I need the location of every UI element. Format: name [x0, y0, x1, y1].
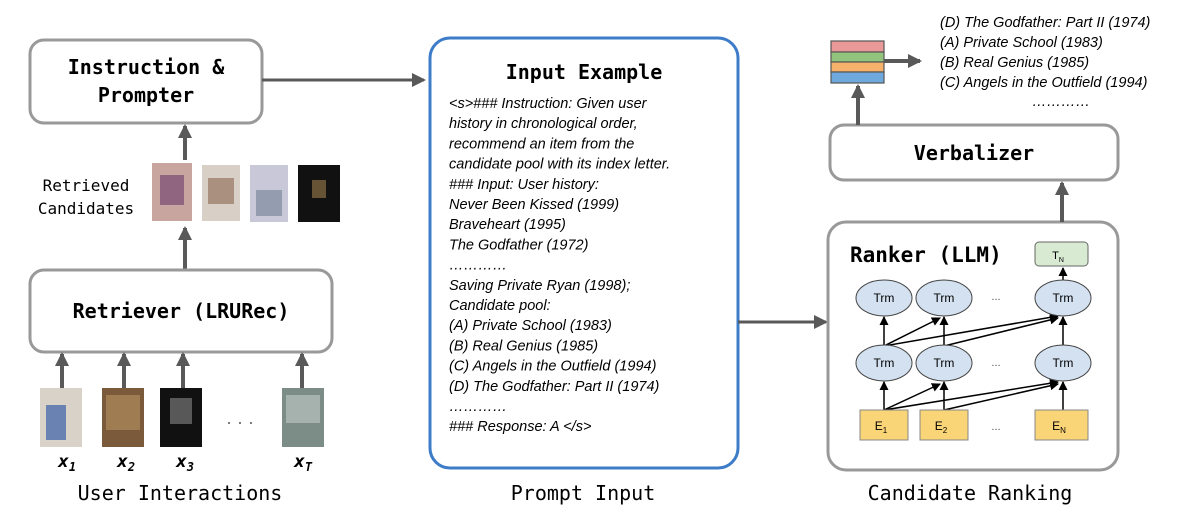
prompt-line: history in chronological order, — [449, 116, 638, 132]
trm-node: Trm — [1034, 344, 1092, 382]
ellipsis: ... — [991, 291, 1000, 303]
ranked-stack-icon — [830, 40, 885, 84]
retriever-box: Retriever (LRURec) — [28, 268, 334, 354]
trm-node: Trm — [855, 344, 913, 382]
ranking-item: (B) Real Genius (1985) — [940, 55, 1089, 71]
input-example-box: Input Example <s>### Instruction: Given … — [428, 36, 740, 470]
verbalizer-box: Verbalizer — [828, 123, 1120, 182]
svg-text:Trm: Trm — [934, 291, 955, 305]
svg-text:Trm: Trm — [934, 356, 955, 370]
prompter-line2: Prompter — [98, 83, 194, 107]
ranking-list: (D) The Godfather: Part II (1974) (A) Pr… — [940, 15, 1150, 110]
user-interactions: · · · x1 x2 x3 xT — [40, 352, 324, 474]
prompt-line: Braveheart (1995) — [449, 217, 566, 233]
svg-text:TN: TN — [1052, 250, 1064, 264]
prompt-line: ………… — [449, 399, 507, 415]
embedding-en: EN — [1034, 409, 1089, 441]
ranking-item: (A) Private School (1983) — [940, 35, 1103, 51]
ranking-ellipsis: ………… — [1032, 94, 1090, 110]
prompt-line: (C) Angels in the Outfield (1994) — [449, 359, 656, 375]
caption-prompt-input: Prompt Input — [511, 481, 656, 505]
caption-user-interactions: User Interactions — [78, 481, 283, 505]
prompter-line1: Instruction & — [68, 55, 225, 79]
label-x2: x2 — [116, 451, 135, 474]
svg-text:Trm: Trm — [874, 291, 895, 305]
retrieved-label-1: Retrieved — [43, 176, 130, 195]
trm-node: Trm — [855, 279, 913, 317]
svg-text:Trm: Trm — [1053, 356, 1074, 370]
prompt-line: Candidate pool: — [449, 298, 551, 314]
retrieved-posters — [152, 163, 340, 222]
prompt-line: (D) The Godfather: Part II (1974) — [449, 379, 659, 395]
prompt-line: ………… — [449, 258, 507, 274]
trm-node: Trm — [915, 279, 973, 317]
prompt-line: The Godfather (1972) — [449, 237, 588, 253]
prompt-line: recommend an item from the — [449, 136, 634, 152]
svg-text:Trm: Trm — [874, 356, 895, 370]
prompt-line: <s>### Instruction: Given user — [449, 96, 648, 112]
verbalizer-label: Verbalizer — [914, 141, 1034, 165]
ellipsis: · · · — [226, 412, 254, 432]
label-x3: x3 — [175, 451, 194, 474]
caption-candidate-ranking: Candidate Ranking — [868, 481, 1073, 505]
svg-text:E2: E2 — [935, 419, 948, 435]
svg-text:E1: E1 — [875, 419, 888, 435]
ellipsis: ... — [991, 357, 1000, 369]
ranker-title: Ranker (LLM) — [850, 243, 1002, 267]
ellipsis: ... — [991, 421, 1000, 433]
svg-text:EN: EN — [1052, 419, 1066, 435]
embedding-e1: E1 — [859, 409, 909, 441]
label-x1: x1 — [57, 451, 76, 474]
label-xT: xT — [293, 451, 313, 474]
output-token: TN — [1034, 241, 1089, 267]
prompt-line: (B) Real Genius (1985) — [449, 338, 598, 354]
input-example-title: Input Example — [506, 60, 663, 84]
prompt-line: ### Response: A </s> — [449, 419, 591, 435]
trm-node: Trm — [915, 344, 973, 382]
prompt-line: Never Been Kissed (1999) — [449, 197, 619, 213]
prompt-line: candidate pool with its index letter. — [449, 157, 670, 173]
retrieved-label-2: Candidates — [38, 199, 134, 218]
prompt-line: ### Input: User history: — [449, 177, 599, 193]
embedding-e2: E2 — [919, 409, 969, 441]
ranking-item: (D) The Godfather: Part II (1974) — [940, 15, 1150, 31]
prompter-box: Instruction & Prompter — [28, 38, 264, 125]
ranking-item: (C) Angels in the Outfield (1994) — [940, 75, 1147, 91]
svg-text:Trm: Trm — [1053, 291, 1074, 305]
trm-node: Trm — [1034, 279, 1092, 317]
retriever-label: Retriever (LRURec) — [73, 299, 290, 323]
prompt-line: (A) Private School (1983) — [449, 318, 612, 334]
prompt-line: Saving Private Ryan (1998); — [449, 278, 630, 294]
